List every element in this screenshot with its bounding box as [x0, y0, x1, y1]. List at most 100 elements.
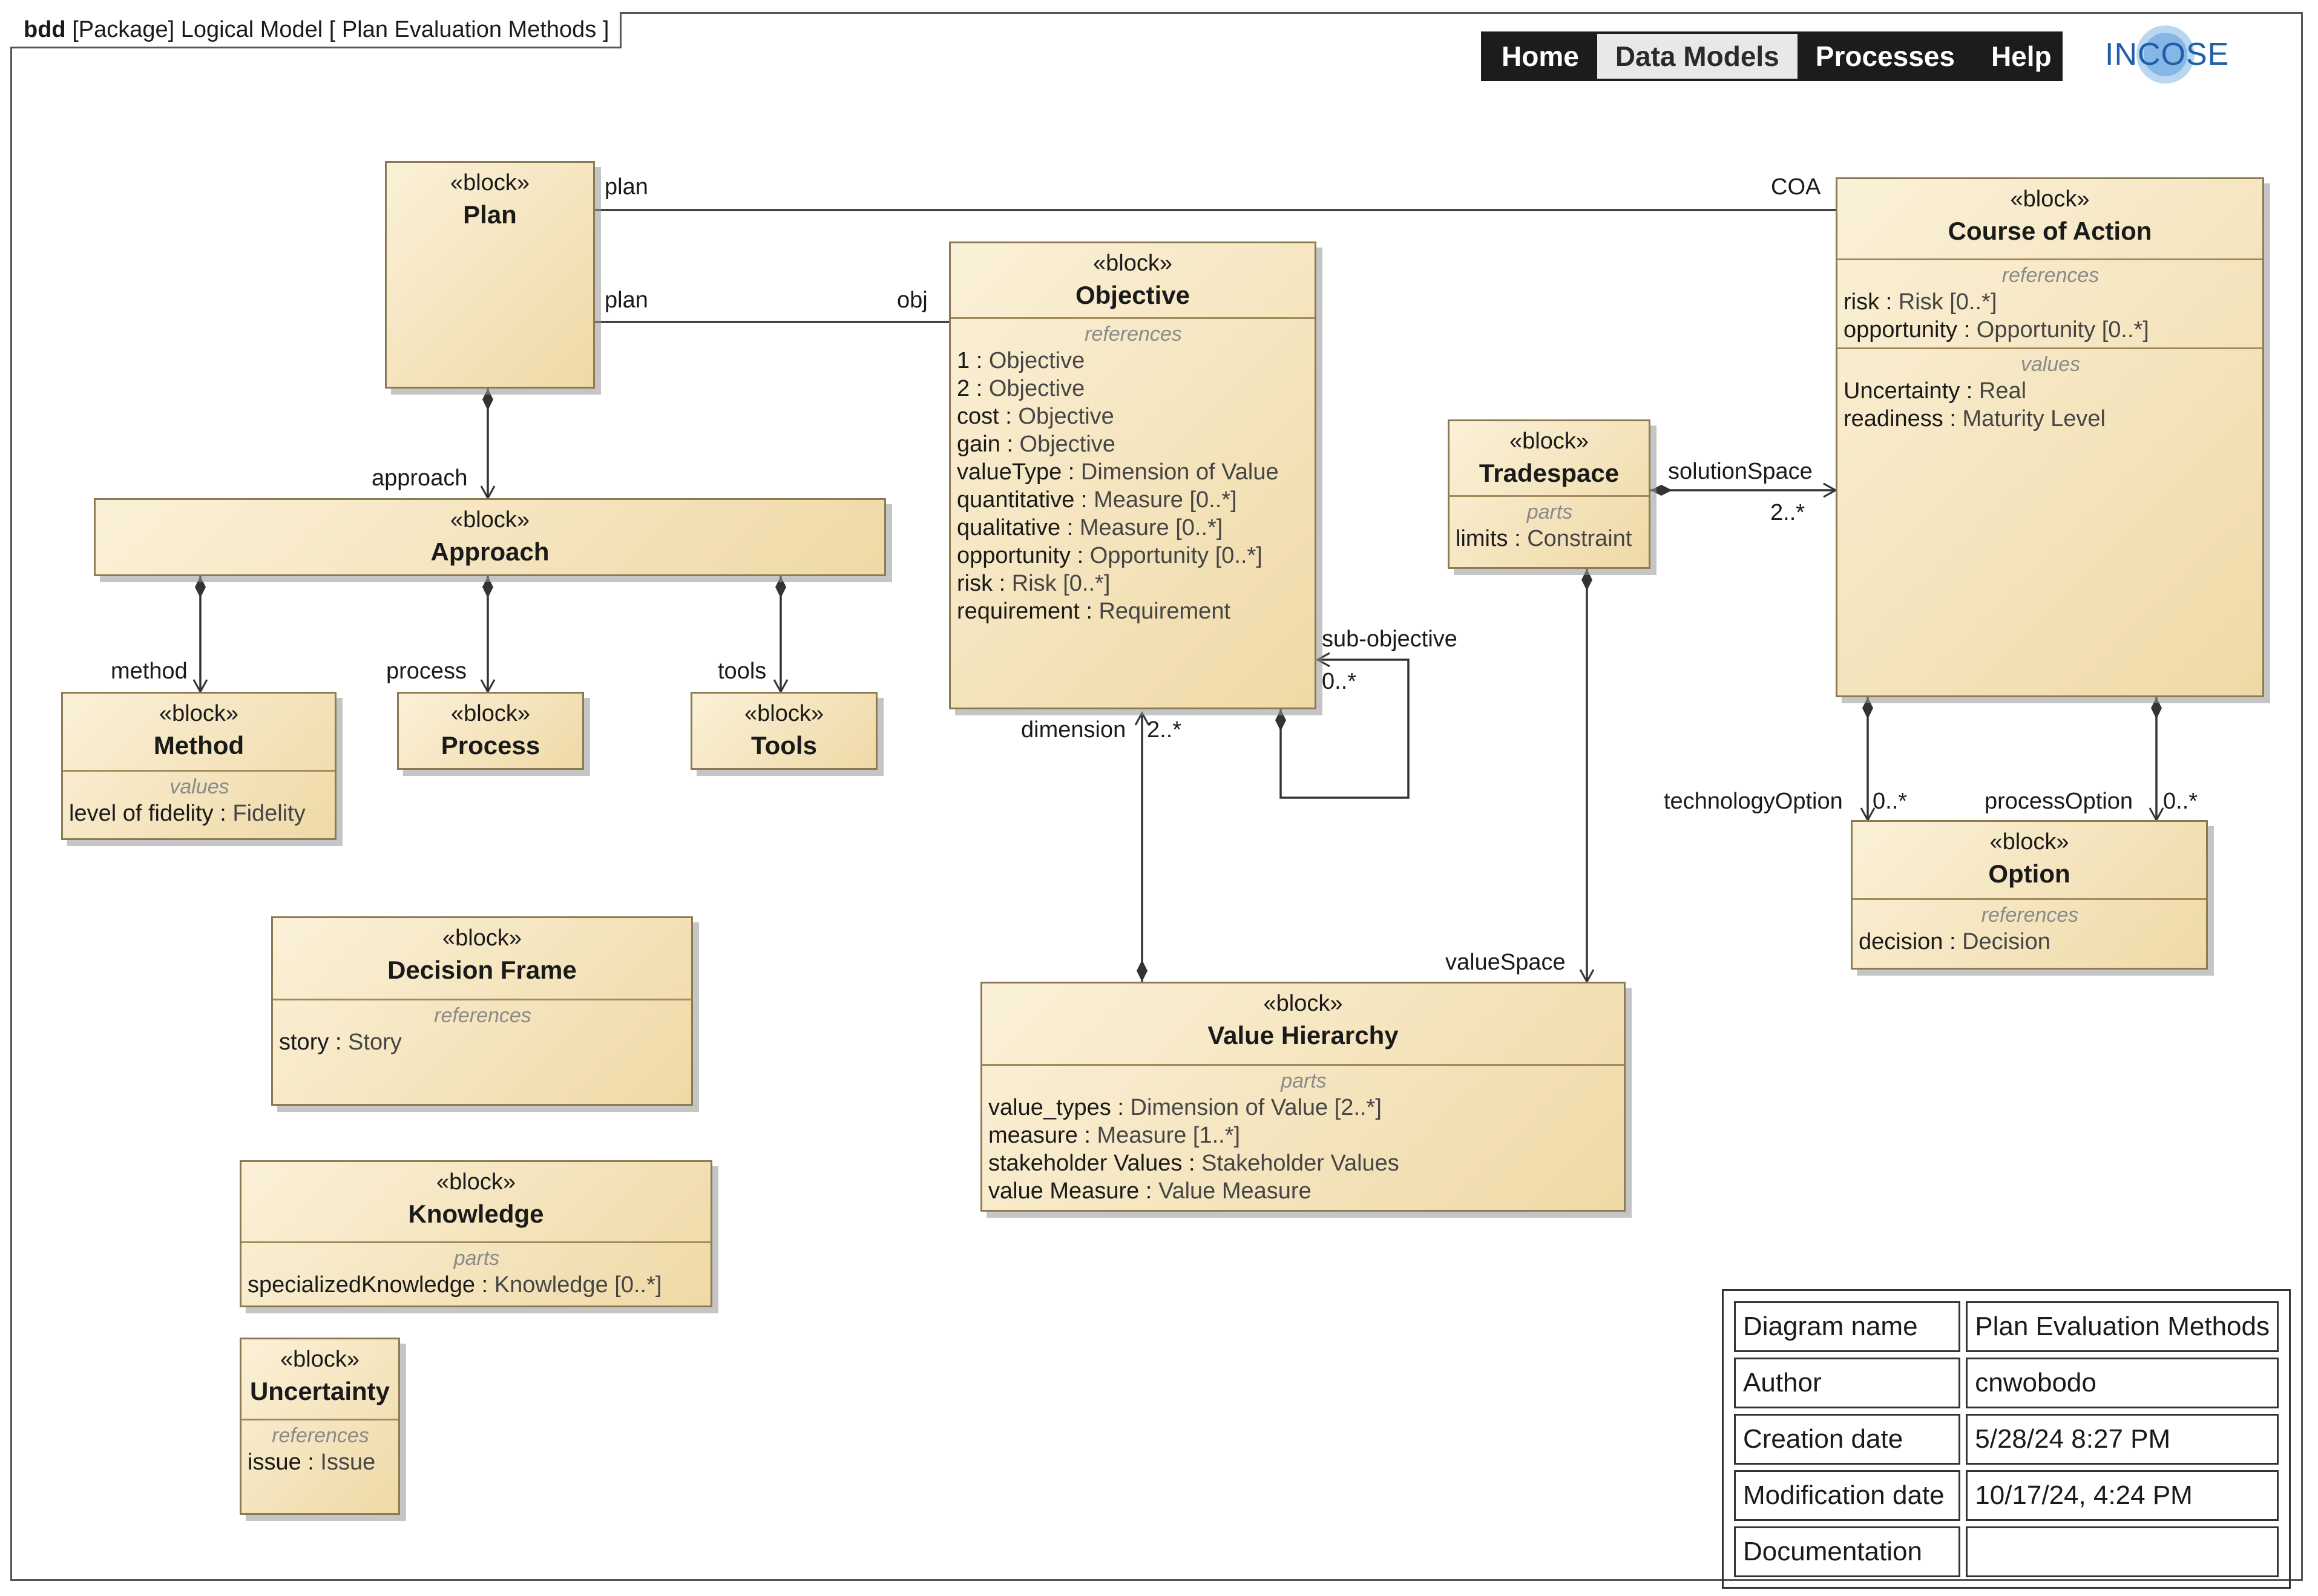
- block-tools[interactable]: «block» Tools: [691, 692, 878, 770]
- property-row: cost : Objective: [957, 404, 1114, 429]
- mult-dimension: 2..*: [1147, 717, 1182, 743]
- role-approach: approach: [372, 465, 468, 491]
- block-knowledge[interactable]: «block» Knowledge parts specializedKnowl…: [240, 1160, 712, 1307]
- role-technology-option: technologyOption: [1664, 789, 1843, 814]
- info-key: Creation date: [1734, 1414, 1961, 1465]
- block-name: Decision Frame: [387, 956, 577, 984]
- role-process-option: processOption: [1985, 789, 2133, 814]
- role-sub-objective: sub-objective: [1322, 626, 1457, 652]
- property-row: risk : Risk [0..*]: [957, 571, 1111, 596]
- block-tradespace[interactable]: «block» Tradespace parts limits : Constr…: [1448, 419, 1650, 569]
- property-row: opportunity : Opportunity [0..*]: [957, 543, 1262, 568]
- parts-compartment: parts limits : Constraint: [1450, 495, 1649, 556]
- parts-compartment: parts specializedKnowledge : Knowledge […: [241, 1241, 711, 1302]
- role-process: process: [386, 658, 467, 684]
- block-name: Approach: [430, 537, 550, 566]
- stereotype: «block»: [442, 925, 522, 951]
- property-row: specializedKnowledge : Knowledge [0..*]: [248, 1272, 662, 1298]
- composition-sub-objective: [1275, 652, 1410, 799]
- nav-processes[interactable]: Processes: [1815, 41, 1955, 72]
- block-approach[interactable]: «block» Approach: [94, 498, 886, 576]
- block-value-hierarchy[interactable]: «block» Value Hierarchy parts value_type…: [980, 982, 1626, 1212]
- property-row: qualitative : Measure [0..*]: [957, 515, 1223, 540]
- incose-logo[interactable]: INCOSE: [2105, 24, 2228, 85]
- property-row: value_types : Dimension of Value [2..*]: [988, 1095, 1382, 1120]
- stereotype: «block»: [450, 170, 530, 195]
- property-row: Uncertainty : Real: [1844, 378, 2027, 404]
- property-row: limits : Constraint: [1456, 526, 1632, 551]
- block-name: Process: [441, 731, 540, 760]
- role-tools: tools: [718, 658, 767, 684]
- values-compartment: values Uncertainty : Real readiness : Ma…: [1837, 347, 2262, 436]
- property-row: decision : Decision: [1859, 929, 2050, 954]
- property-row: stakeholder Values : Stakeholder Values: [988, 1151, 1399, 1176]
- role-method: method: [111, 658, 188, 684]
- property-row: measure : Measure [1..*]: [988, 1123, 1241, 1148]
- block-name: Uncertainty: [249, 1377, 390, 1405]
- mult-sub-objective: 0..*: [1322, 669, 1357, 694]
- mult-process-option: 0..*: [2163, 789, 2198, 814]
- nav-home[interactable]: Home: [1502, 41, 1579, 72]
- info-key: Diagram name: [1734, 1301, 1961, 1352]
- stereotype: «block»: [1093, 251, 1172, 276]
- role-value-space: valueSpace: [1445, 950, 1566, 975]
- property-row: risk : Risk [0..*]: [1844, 289, 1997, 315]
- property-row: quantitative : Measure [0..*]: [957, 487, 1237, 513]
- block-process[interactable]: «block» Process: [397, 692, 584, 770]
- values-compartment: values level of fidelity : Fidelity: [63, 770, 335, 831]
- role-plan-1: plan: [605, 174, 648, 200]
- property-row: value Measure : Value Measure: [988, 1178, 1312, 1204]
- stereotype: «block»: [159, 701, 238, 726]
- references-compartment: references 1 : Objective 2 : Objective c…: [951, 317, 1315, 629]
- nav-data-models[interactable]: Data Models: [1597, 34, 1798, 79]
- references-compartment: references story : Story: [273, 999, 691, 1060]
- stereotype: «block»: [280, 1347, 360, 1372]
- property-row: requirement : Requirement: [957, 599, 1231, 624]
- stereotype: «block»: [1263, 991, 1343, 1016]
- property-row: story : Story: [279, 1030, 402, 1055]
- property-row: level of fidelity : Fidelity: [69, 801, 306, 826]
- property-row: 2 : Objective: [957, 376, 1085, 401]
- role-obj: obj: [897, 287, 928, 313]
- stereotype: «block»: [1989, 829, 2069, 855]
- block-decision-frame[interactable]: «block» Decision Frame references story …: [271, 916, 693, 1106]
- stereotype: «block»: [1509, 429, 1589, 454]
- block-name: Tools: [751, 731, 817, 760]
- property-row: valueType : Dimension of Value: [957, 459, 1279, 485]
- nav-bar: Home Data Models Processes Help: [1481, 31, 2063, 81]
- block-course-of-action[interactable]: «block» Course of Action references risk…: [1836, 177, 2264, 697]
- nav-help[interactable]: Help: [1991, 41, 2052, 72]
- block-uncertainty[interactable]: «block» Uncertainty references issue : I…: [240, 1338, 400, 1515]
- role-coa: COA: [1771, 174, 1821, 200]
- info-value: 5/28/24 8:27 PM: [1966, 1414, 2279, 1465]
- info-key: Author: [1734, 1358, 1961, 1408]
- block-name: Method: [153, 731, 245, 760]
- stereotype: «block»: [744, 701, 824, 726]
- block-method[interactable]: «block» Method values level of fidelity …: [61, 692, 337, 840]
- block-option[interactable]: «block» Option references decision : Dec…: [1851, 820, 2208, 970]
- property-row: issue : Issue: [248, 1450, 376, 1475]
- stereotype: «block»: [436, 1169, 516, 1195]
- property-row: gain : Objective: [957, 432, 1115, 457]
- role-dimension: dimension: [1021, 717, 1126, 743]
- block-plan[interactable]: «block» Plan: [385, 161, 595, 389]
- role-solution-space: solutionSpace: [1668, 459, 1813, 484]
- stereotype: «block»: [2010, 186, 2090, 212]
- block-name: Value Hierarchy: [1207, 1021, 1399, 1049]
- block-name: Knowledge: [408, 1200, 544, 1228]
- block-name: Course of Action: [1948, 217, 2152, 245]
- mult-technology-option: 0..*: [1873, 789, 1908, 814]
- diagram-frame: [10, 12, 2303, 1581]
- block-objective[interactable]: «block» Objective references 1 : Objecti…: [949, 241, 1316, 709]
- block-name: Plan: [463, 200, 517, 229]
- role-plan-2: plan: [605, 287, 648, 313]
- info-row: Documentation: [1734, 1526, 2279, 1577]
- property-row: opportunity : Opportunity [0..*]: [1844, 317, 2149, 343]
- property-row: 1 : Objective: [957, 348, 1085, 373]
- property-row: readiness : Maturity Level: [1844, 406, 2106, 432]
